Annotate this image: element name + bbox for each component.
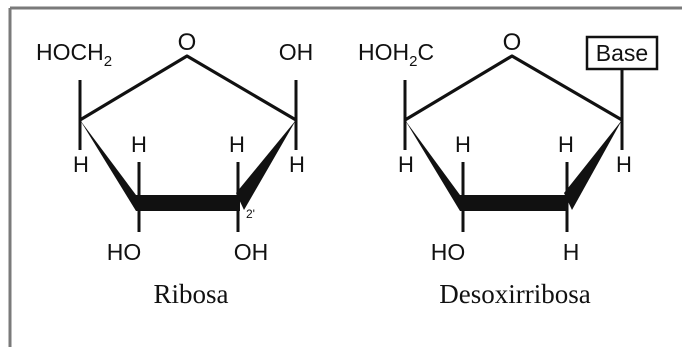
deoxyribose-structure: Base O HOH2C H H H H HO H Desoxirribosa [358,29,659,309]
ribose-left-wedge-bond [80,120,136,211]
ribose-c1-h-label: H [289,152,305,177]
deoxyribose-c5-group-label: HOH2C [358,39,434,70]
deoxyribose-base-label: Base [596,40,648,66]
ribose-c3-h-label: H [131,132,147,157]
ribose-c1-oh-label: OH [279,39,314,65]
ribose-ring-back-bonds [79,54,297,122]
deoxyribose-c4-h-label: H [398,152,414,177]
deoxyribose-ring-back-bonds [404,54,623,122]
ribose-c5-group-label: HOCH2 [36,39,112,70]
ribose-c4-h-label: H [73,152,89,177]
ribose-c3-ho-label: HO [107,239,142,265]
deoxyribose-right-wedge-bond [564,120,622,210]
deoxyribose-caption: Desoxirribosa [439,279,590,309]
ribose-structure: O HOCH2 OH H H H H 2' HO OH Ribosa [36,29,313,309]
deoxyribose-front-bold-bond [460,195,568,211]
ribose-front-bold-bond [136,195,240,211]
deoxyribose-ring-oxygen-label: O [503,29,522,56]
deoxyribose-c3-ho-label: HO [431,239,466,265]
deoxyribose-c3-h-label: H [455,132,471,157]
ribose-right-wedge-bond [236,120,296,210]
deoxyribose-c1-h-label: H [616,152,632,177]
ribose-caption: Ribosa [153,279,228,309]
ribose-ring-oxygen-label: O [178,29,197,56]
ribose-c2-h-label: H [229,132,245,157]
deoxyribose-c2-h-label: H [558,132,574,157]
ribose-c2-oh-label: OH [234,239,269,265]
deoxyribose-left-wedge-bond [405,120,460,211]
deoxyribose-c2-h-lower-label: H [563,239,580,265]
ribose-c2-position-label: 2' [246,207,255,221]
deoxyribose-base-box [585,35,659,71]
